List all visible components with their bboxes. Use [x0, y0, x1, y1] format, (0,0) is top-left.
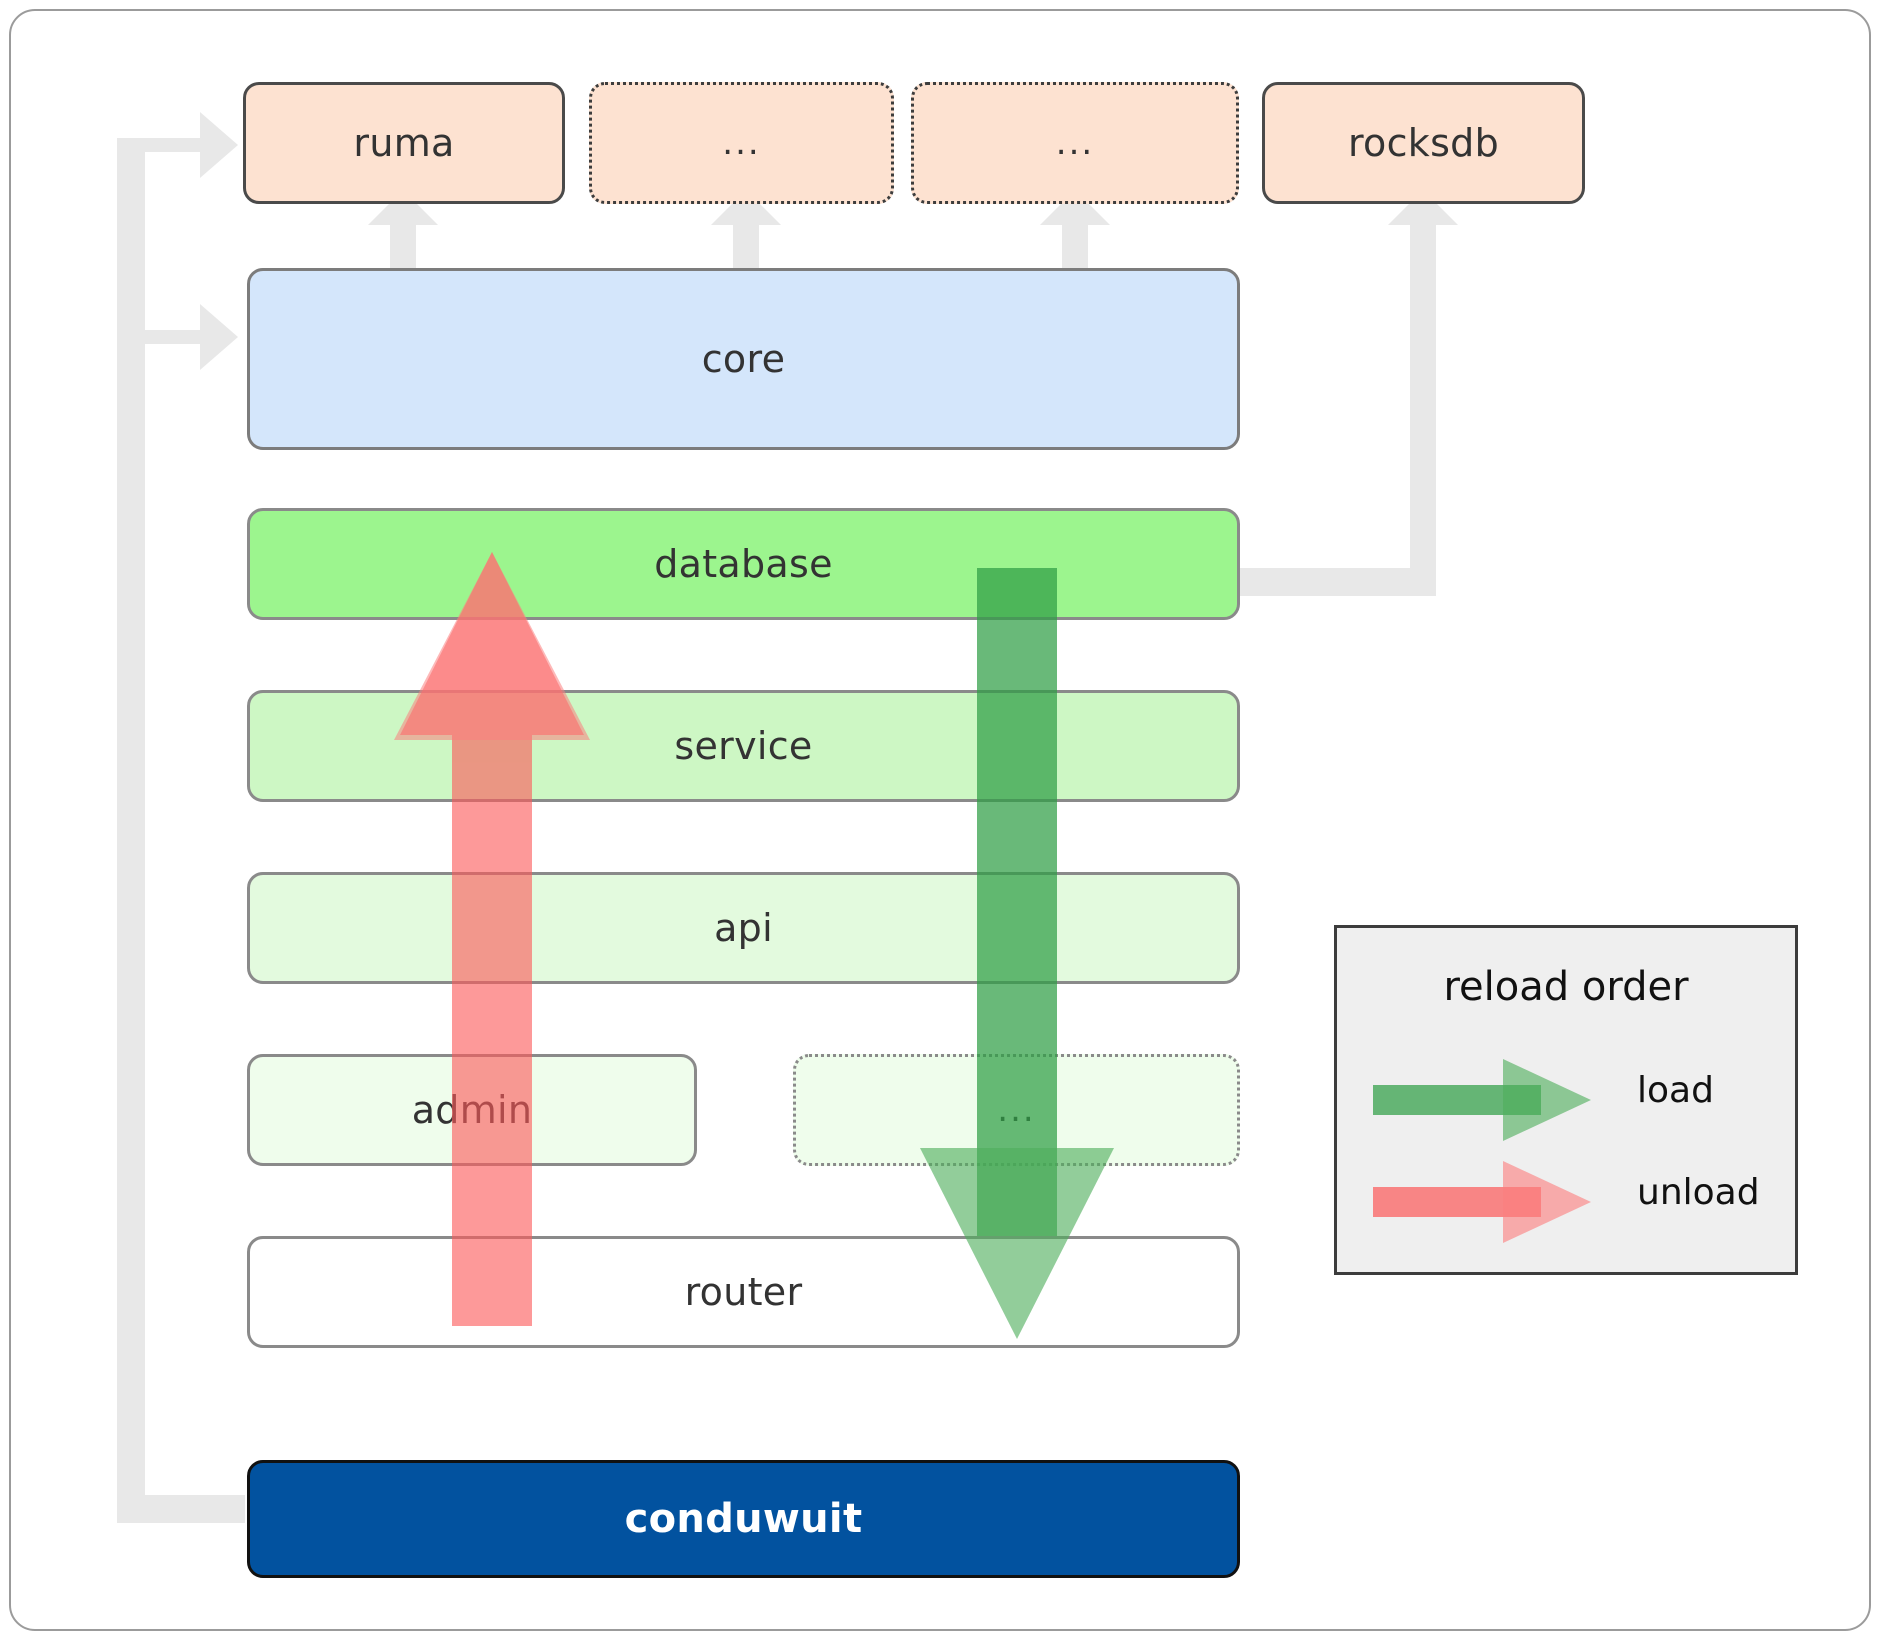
connector-conduwuit-to-core: [117, 304, 238, 370]
connector-core-to-optional-1: [711, 190, 781, 272]
layer-box-service[interactable]: service: [247, 690, 1240, 802]
layer-box-router[interactable]: router: [247, 1236, 1240, 1348]
dependency-box-optional-1[interactable]: ...: [589, 82, 894, 204]
layer-label: admin: [411, 1088, 533, 1132]
dependency-label: ...: [722, 123, 761, 163]
dependency-box-rocksdb[interactable]: rocksdb: [1262, 82, 1585, 204]
legend-title: reload order: [1443, 964, 1689, 1010]
layer-label: database: [654, 542, 833, 586]
dependency-label: rocksdb: [1347, 121, 1500, 165]
legend-row-unload: unload: [1337, 1152, 1795, 1252]
legend-row-load: load: [1337, 1050, 1795, 1150]
core-label: core: [701, 337, 786, 381]
layer-label: router: [684, 1270, 803, 1314]
layer-label: service: [674, 724, 813, 768]
legend-load-arrow-icon: [1373, 1059, 1591, 1141]
dependency-label: ...: [1055, 123, 1095, 163]
connector-database-to-rocksdb: [1228, 190, 1458, 596]
dependency-box-optional-2[interactable]: ...: [911, 82, 1239, 204]
core-box[interactable]: core: [247, 268, 1240, 450]
legend-load-label: load: [1637, 1070, 1714, 1111]
layer-box-admin-optional[interactable]: ...: [793, 1054, 1240, 1166]
connector-core-to-ruma: [368, 190, 438, 272]
connector-conduwuit-to-ruma: [117, 112, 238, 1523]
legend-unload-arrow-icon: [1373, 1161, 1591, 1243]
legend-unload-label: unload: [1637, 1172, 1760, 1213]
conduwuit-label: conduwuit: [624, 1496, 863, 1542]
legend-panel: reload order load unload: [1334, 925, 1798, 1275]
layer-box-api[interactable]: api: [247, 872, 1240, 984]
dependency-label: ruma: [353, 121, 455, 165]
dependency-box-ruma[interactable]: ruma: [243, 82, 565, 204]
layer-box-database[interactable]: database: [247, 508, 1240, 620]
layer-box-admin[interactable]: admin: [247, 1054, 697, 1166]
connector-core-to-optional-2: [1040, 190, 1110, 272]
connector-left-tail: [117, 1495, 245, 1523]
conduwuit-box[interactable]: conduwuit: [247, 1460, 1240, 1578]
layer-label: ...: [997, 1090, 1036, 1130]
layer-label: api: [714, 906, 773, 950]
